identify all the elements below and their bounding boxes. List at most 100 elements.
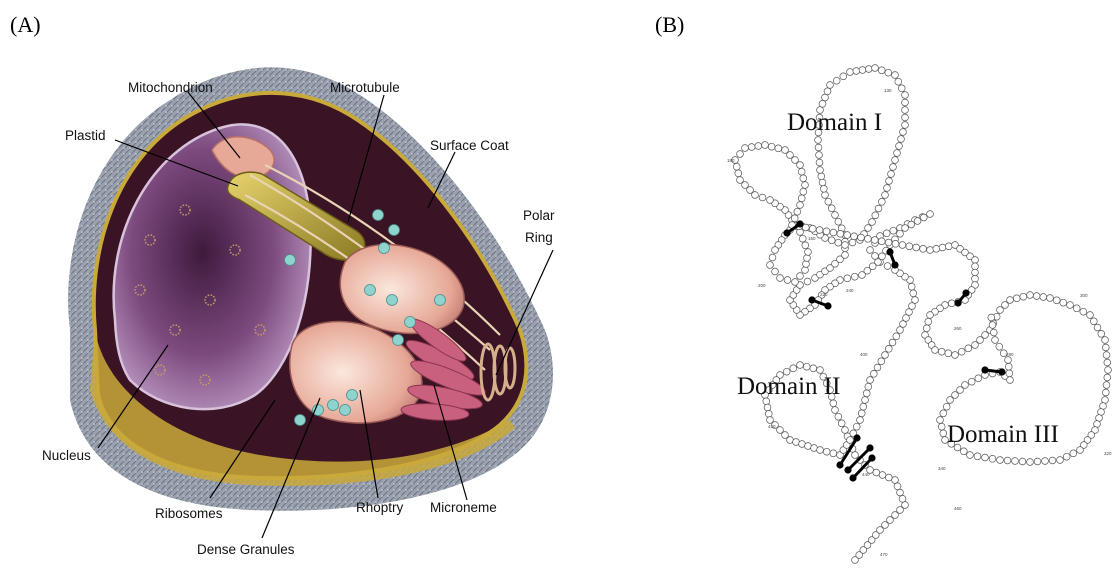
residue-bead (847, 437, 854, 444)
residue-bead (1090, 318, 1097, 325)
residue-bead (767, 262, 774, 269)
residue-bead (1102, 344, 1109, 351)
residue-bead (989, 455, 996, 462)
residue-bead (1077, 447, 1084, 454)
label-nucleus: Nucleus (42, 448, 91, 463)
label-rhoptry: Rhoptry (356, 500, 404, 515)
residue-number: 470 (880, 552, 888, 557)
residue-bead (1019, 458, 1026, 465)
residue-bead (888, 171, 895, 178)
residue-bead (871, 237, 878, 244)
residue-bead (851, 273, 858, 280)
residue-bead (792, 279, 799, 286)
cysteine-residue (868, 454, 875, 461)
residue-bead (914, 218, 921, 225)
dense-granule (347, 390, 358, 401)
residue-bead (1073, 305, 1080, 312)
cysteine-residue (796, 220, 803, 227)
residue-bead (819, 179, 826, 186)
residue-bead (737, 177, 744, 184)
residue-bead (842, 242, 849, 249)
residue-bead (893, 333, 900, 340)
residue-bead (892, 157, 899, 164)
cysteine-residue (853, 434, 860, 441)
residue-bead (898, 136, 905, 143)
residue-bead (968, 378, 975, 385)
residue-bead (799, 235, 806, 242)
residue-bead (885, 345, 892, 352)
residue-bead (817, 167, 824, 174)
residue-bead (804, 255, 811, 262)
label-microneme: Microneme (430, 500, 497, 515)
residue-bead (802, 182, 809, 189)
residue-bead (1098, 330, 1105, 337)
residue-bead (847, 69, 854, 76)
cysteine-residue (998, 368, 1005, 375)
residue-bead (822, 192, 829, 199)
residue-bead (851, 233, 858, 240)
residue-bead (733, 163, 740, 170)
residue-bead (1027, 292, 1034, 299)
residue-bead (997, 457, 1004, 464)
residue-bead (840, 73, 847, 80)
residue-bead (885, 69, 892, 76)
residue-bead (906, 243, 913, 250)
residue-bead (775, 145, 782, 152)
residue-bead (742, 145, 749, 152)
residue-bead (996, 343, 1003, 350)
residue-bead (858, 410, 865, 417)
residue-bead (827, 82, 834, 89)
residue-bead (830, 229, 837, 236)
residue-bead (832, 407, 839, 414)
residue-bead (1012, 458, 1019, 465)
residue-number: 200 (758, 283, 766, 288)
residue-bead (872, 212, 879, 219)
residue-bead (737, 151, 744, 158)
residue-bead (920, 245, 927, 252)
residue-bead (822, 94, 829, 101)
residue-bead (943, 403, 950, 410)
residue-bead (772, 247, 779, 254)
residue-number: 440 (862, 472, 870, 477)
residue-bead (902, 92, 909, 99)
residue-bead (879, 472, 886, 479)
residue-bead (810, 365, 817, 372)
residue-bead (765, 410, 772, 417)
residue-bead (894, 483, 901, 490)
residue-bead (816, 159, 823, 166)
residue-number: 260 (954, 326, 962, 331)
residue-bead (890, 164, 897, 171)
residue-bead (920, 214, 927, 221)
residue-bead (1102, 389, 1109, 396)
residue-bead (818, 173, 825, 180)
residue-bead (1067, 302, 1074, 309)
cell-illustration: Mitochondrion Microtubule Plastid Surfac… (42, 67, 555, 557)
cysteine-residue (836, 461, 843, 468)
residue-bead (1013, 295, 1020, 302)
residue-bead (735, 170, 742, 177)
residue-bead (988, 314, 995, 321)
residue-bead (902, 502, 909, 509)
residue-bead (902, 99, 909, 106)
domain-i-label: Domain I (787, 109, 882, 136)
residue-bead (975, 375, 982, 382)
cysteine-residue (962, 289, 969, 296)
residue-bead (1027, 459, 1034, 466)
residue-bead (1006, 370, 1013, 377)
residue-bead (958, 348, 965, 355)
residue-bead (1063, 453, 1070, 460)
dense-granule (435, 295, 446, 306)
residue-bead (853, 423, 860, 430)
residue-number: 460 (954, 506, 962, 511)
residue-bead (828, 205, 835, 212)
residue-bead (816, 227, 823, 234)
residue-bead (962, 382, 969, 389)
residue-bead (755, 143, 762, 150)
residue-bead (894, 150, 901, 157)
residue-bead (1057, 457, 1064, 464)
label-surface-coat: Surface Coat (430, 138, 509, 153)
residue-bead (777, 275, 784, 282)
residue-bead (885, 474, 892, 481)
residue-bead (992, 337, 999, 344)
